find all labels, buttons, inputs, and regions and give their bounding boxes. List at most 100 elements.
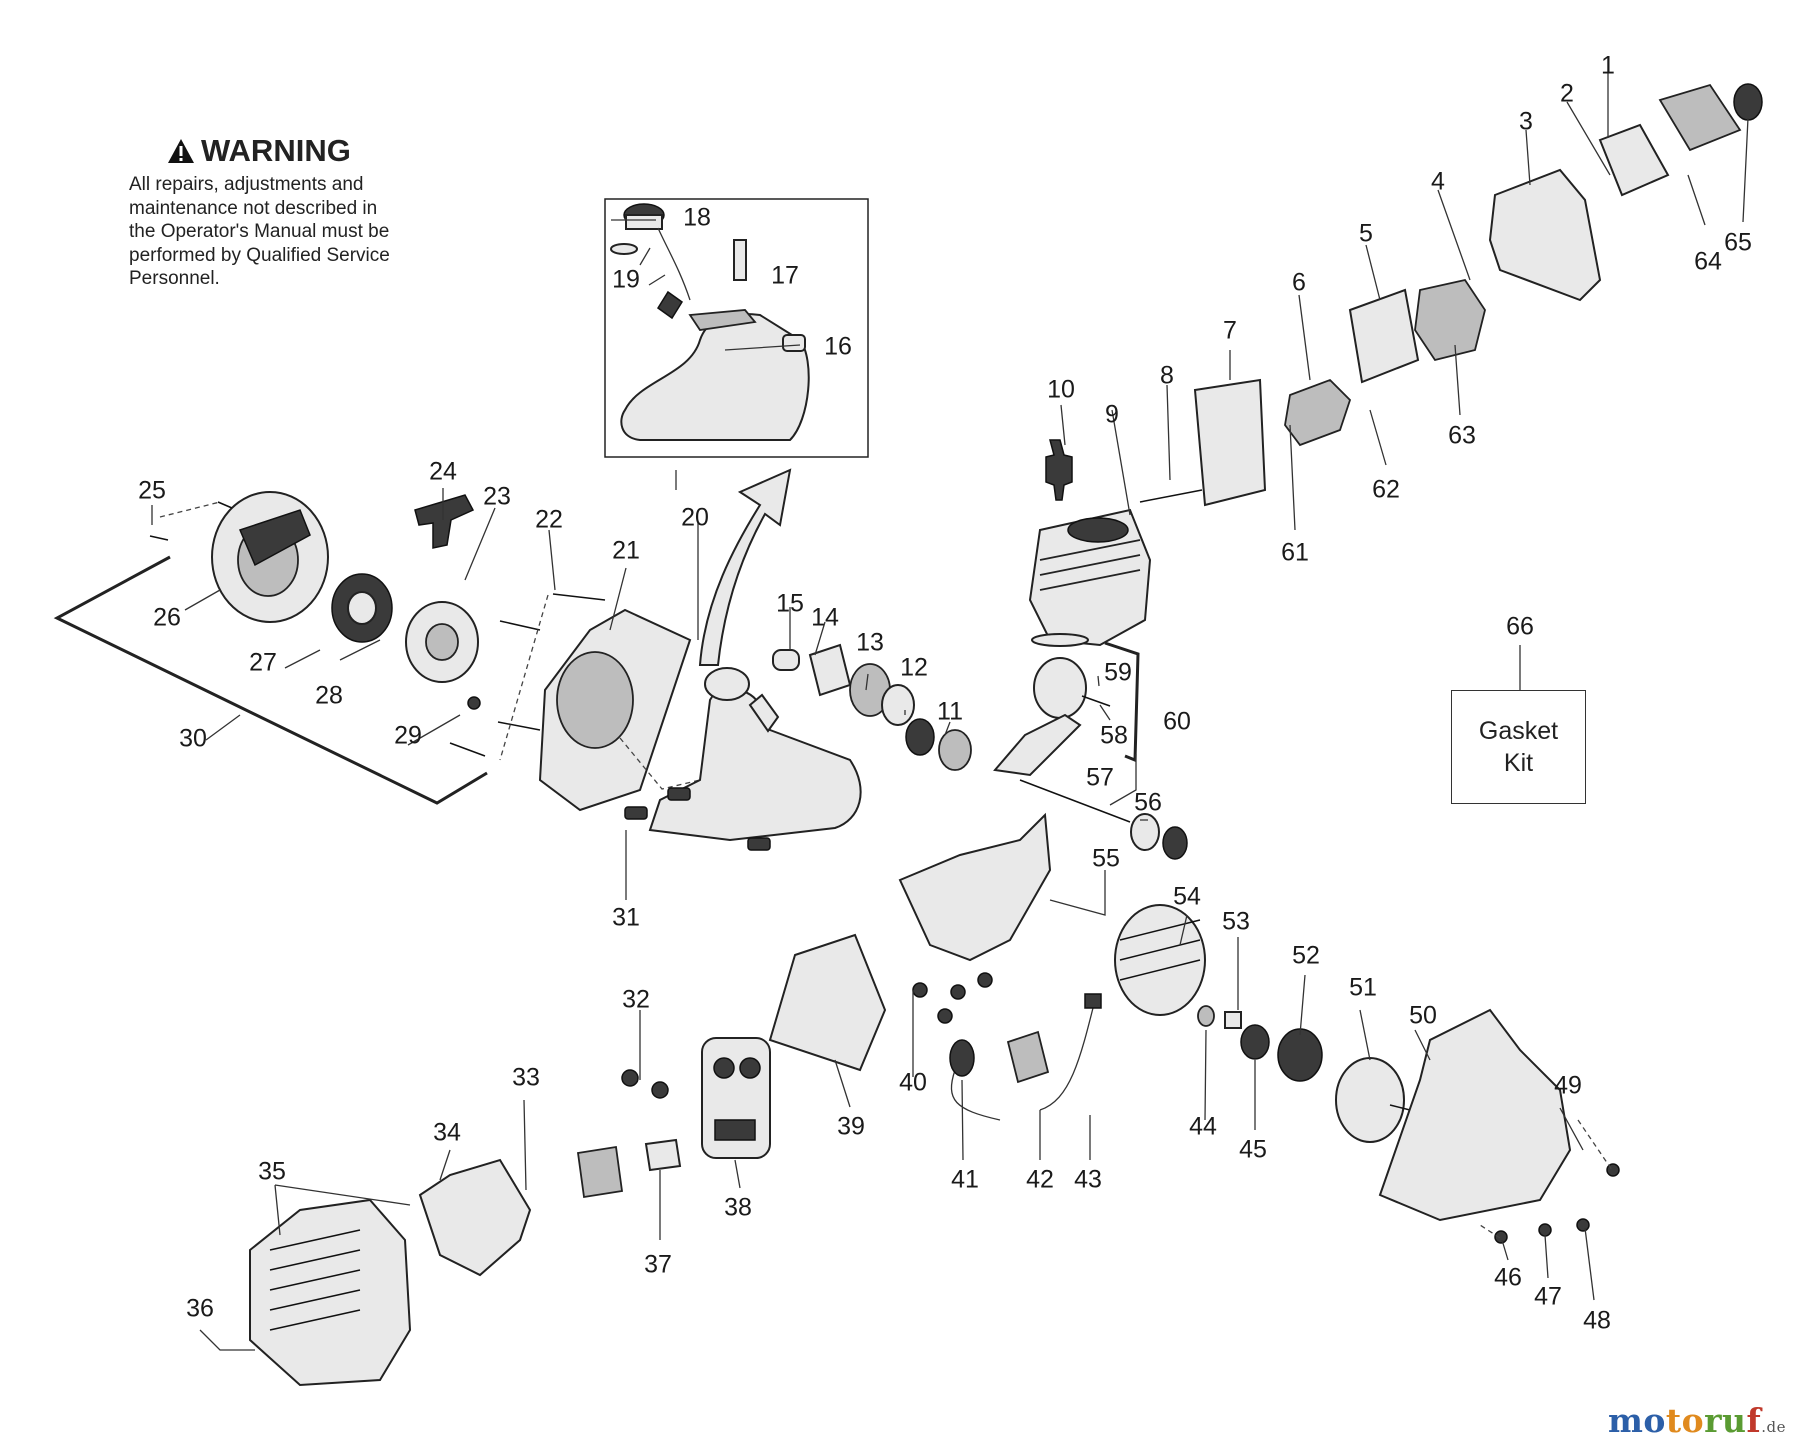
part-label: 33 bbox=[512, 1063, 540, 1092]
muffler bbox=[701, 1037, 771, 1159]
part-label: 3 bbox=[1519, 107, 1533, 136]
part-label: 40 bbox=[899, 1068, 927, 1097]
part-label: 7 bbox=[1223, 316, 1237, 345]
crankcase bbox=[898, 812, 1052, 962]
part-label: 26 bbox=[153, 603, 181, 632]
part-label: 31 bbox=[612, 903, 640, 932]
part-label: 23 bbox=[483, 482, 511, 511]
part-label: 55 bbox=[1092, 844, 1120, 873]
part-label: 41 bbox=[951, 1165, 979, 1194]
part-label: 47 bbox=[1534, 1282, 1562, 1311]
part-label: 8 bbox=[1160, 361, 1174, 390]
cylinder-shroud bbox=[249, 1198, 412, 1387]
part-label: 59 bbox=[1104, 658, 1132, 687]
piston bbox=[1031, 633, 1111, 719]
part-label: 62 bbox=[1372, 475, 1400, 504]
part-label: 52 bbox=[1292, 941, 1320, 970]
warning-notice: WARNING All repairs, adjustments and mai… bbox=[129, 133, 459, 291]
part-label: 5 bbox=[1359, 219, 1373, 248]
clutch-plate bbox=[1240, 1024, 1270, 1060]
part-label: 35 bbox=[258, 1157, 286, 1186]
warning-triangle-icon bbox=[168, 139, 194, 163]
starter-handle bbox=[414, 494, 475, 549]
bolts bbox=[149, 501, 606, 757]
part-label: 30 bbox=[179, 724, 207, 753]
piston-bracket bbox=[1104, 641, 1140, 763]
part-label: 54 bbox=[1173, 882, 1201, 911]
part-label: 36 bbox=[186, 1294, 214, 1323]
part-label: 2 bbox=[1560, 79, 1574, 108]
part-label: 61 bbox=[1281, 538, 1309, 567]
intake-adapter bbox=[1284, 378, 1352, 447]
part-label: 49 bbox=[1554, 1071, 1582, 1100]
part-label: 1 bbox=[1601, 51, 1615, 80]
air-filter bbox=[1598, 123, 1670, 197]
heat-shield bbox=[1193, 378, 1267, 507]
fan-housing bbox=[538, 608, 692, 812]
part-label: 65 bbox=[1724, 228, 1752, 257]
starter-spring bbox=[331, 573, 393, 643]
clutch-housing bbox=[1378, 1008, 1572, 1222]
starter-assembly-frame bbox=[53, 555, 488, 805]
gasket-kit-box: Gasket Kit bbox=[1451, 690, 1586, 804]
part-label: 20 bbox=[681, 503, 709, 532]
washer bbox=[1197, 1005, 1215, 1027]
starter-housing bbox=[211, 491, 329, 623]
part-label: 9 bbox=[1105, 400, 1119, 429]
air-filter-cover bbox=[1658, 83, 1742, 152]
flywheel-nut bbox=[1224, 1011, 1242, 1029]
part-label: 21 bbox=[612, 536, 640, 565]
part-label: 51 bbox=[1349, 973, 1377, 1002]
crankcase-screws bbox=[912, 972, 993, 1024]
assembly-arrow bbox=[698, 468, 792, 666]
part-label: 13 bbox=[856, 628, 884, 657]
part-label: 32 bbox=[622, 985, 650, 1014]
fuel-filter bbox=[656, 227, 747, 320]
part-label: 46 bbox=[1494, 1263, 1522, 1292]
part-label: 38 bbox=[724, 1193, 752, 1222]
cylinder-bolt bbox=[1139, 489, 1203, 503]
starter-pulley bbox=[405, 601, 479, 683]
part-label: 11 bbox=[937, 697, 963, 726]
part-label: 57 bbox=[1086, 763, 1114, 792]
intake-parts bbox=[772, 643, 915, 726]
part-label: 24 bbox=[429, 457, 457, 486]
engine-cover bbox=[418, 1158, 532, 1277]
part-label: 64 bbox=[1694, 247, 1722, 276]
part-label: 60 bbox=[1163, 707, 1191, 736]
part-label: 14 bbox=[811, 603, 839, 632]
part-label: 44 bbox=[1189, 1112, 1217, 1141]
decal bbox=[644, 1138, 682, 1172]
part-label: 34 bbox=[433, 1118, 461, 1147]
part-label: 29 bbox=[394, 721, 422, 750]
part-label: 45 bbox=[1239, 1135, 1267, 1164]
cylinder bbox=[1028, 508, 1152, 647]
part-label: 10 bbox=[1047, 375, 1075, 404]
part-label: 27 bbox=[249, 648, 277, 677]
part-label: 50 bbox=[1409, 1001, 1437, 1030]
part-label: 28 bbox=[315, 681, 343, 710]
crankshaft bbox=[905, 713, 1188, 860]
cover-knob bbox=[1733, 83, 1763, 121]
part-label: 53 bbox=[1222, 907, 1250, 936]
engine-housing bbox=[624, 667, 862, 851]
part-label: 12 bbox=[900, 653, 928, 682]
part-label: 37 bbox=[644, 1250, 672, 1279]
part-label: 6 bbox=[1292, 268, 1306, 297]
part-label: 48 bbox=[1583, 1306, 1611, 1335]
part-label: 63 bbox=[1448, 421, 1476, 450]
part-label: 15 bbox=[776, 589, 804, 618]
site-watermark: motoruf.de bbox=[1607, 1401, 1786, 1440]
part-label: 16 bbox=[824, 332, 852, 361]
clutch-drum bbox=[1335, 1057, 1411, 1143]
fuel-tank bbox=[620, 309, 810, 441]
carburetor bbox=[1414, 278, 1486, 362]
muffler-heat-shield bbox=[768, 933, 887, 1072]
part-label: 39 bbox=[837, 1112, 865, 1141]
warning-text: All repairs, adjustments and maintenance… bbox=[129, 174, 390, 289]
air-filter-housing bbox=[1488, 168, 1602, 302]
part-label: 42 bbox=[1026, 1165, 1054, 1194]
carburetor-gasket bbox=[1348, 288, 1420, 384]
warning-title: WARNING bbox=[201, 133, 351, 168]
